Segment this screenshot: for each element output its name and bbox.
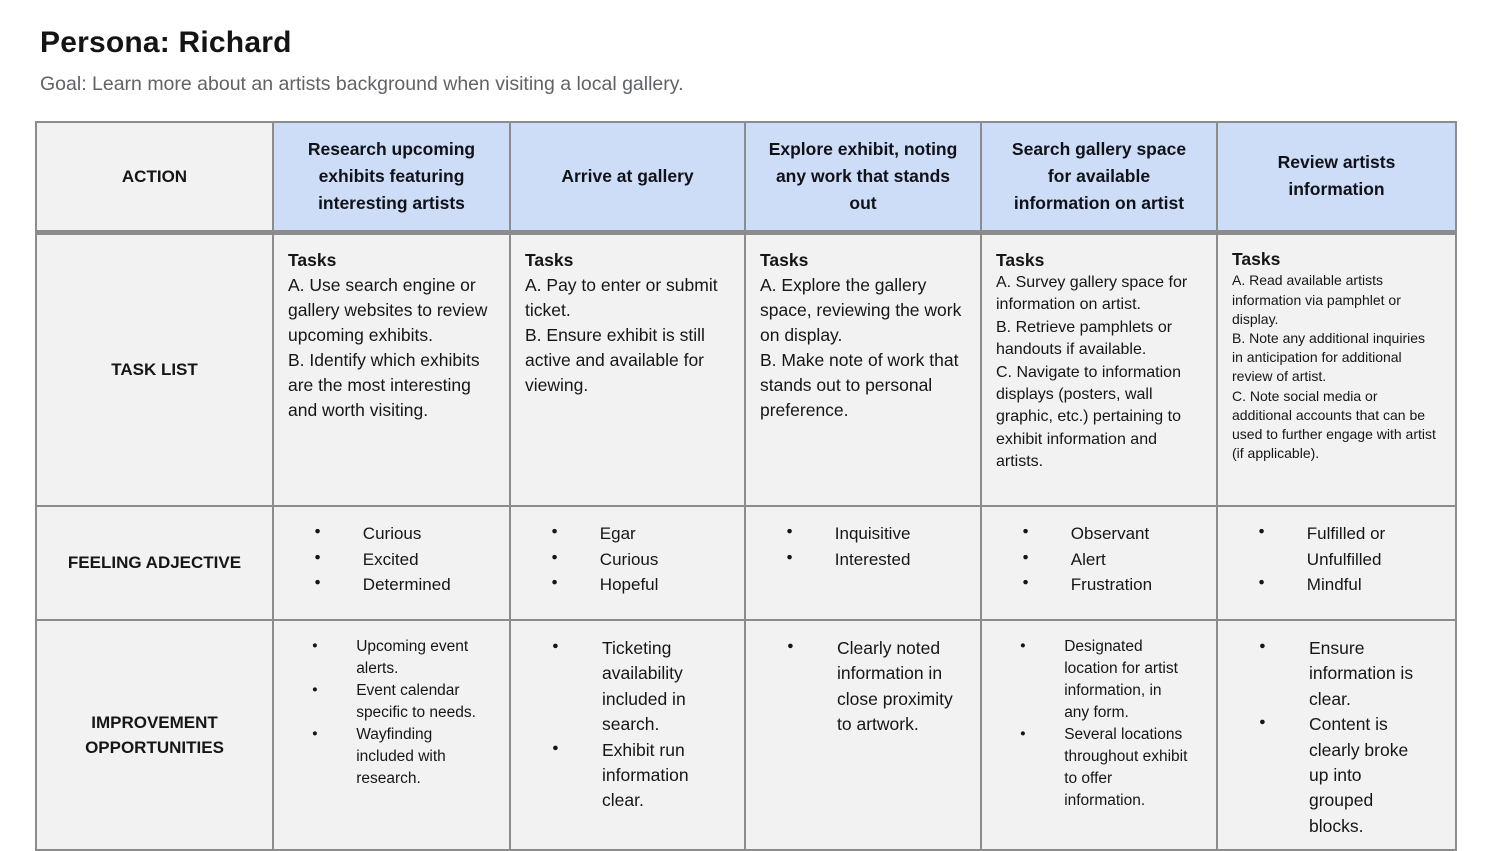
task-item: A. Read available artists information vi… — [1232, 272, 1401, 327]
improvement-item: Exhibit run information clear. — [525, 738, 718, 814]
row-header-feeling-adjective: FEELING ADJECTIVE — [35, 505, 274, 621]
tasks-heading: Tasks — [1232, 248, 1281, 269]
action-row: ACTION Research upcoming exhibits featur… — [35, 121, 1457, 235]
tasks-cell-arrive: Tasks A. Pay to enter or submit ticket. … — [509, 231, 746, 507]
task-item: A. Explore the gallery space, reviewing … — [760, 274, 962, 345]
improvements-cell-arrive: Ticketing availability included in searc… — [509, 619, 746, 851]
stage-header-explore: Explore exhibit, noting any work that st… — [744, 121, 982, 235]
improvement-item: Designated location for artist informati… — [996, 636, 1190, 724]
feeling-item: Fulfilled or Unfulfilled — [1232, 521, 1439, 572]
task-item: B. Ensure exhibit is still active and av… — [525, 324, 705, 395]
feelings-cell-arrive: Egar Curious Hopeful — [509, 505, 746, 621]
tasks-heading: Tasks — [525, 249, 574, 270]
feeling-item: Determined — [288, 572, 493, 598]
improvements-cell-search: Designated location for artist informati… — [980, 619, 1218, 851]
feeling-item: Inquisitive — [760, 521, 964, 547]
task-item: A. Pay to enter or submit ticket. — [525, 274, 718, 320]
tasks-cell-research: Tasks A. Use search engine or gallery we… — [272, 231, 511, 507]
feeling-item: Hopeful — [525, 572, 728, 598]
page-title: Persona: Richard — [40, 26, 292, 59]
task-item: A. Survey gallery space for information … — [996, 274, 1188, 314]
feelings-cell-review: Fulfilled or Unfulfilled Mindful — [1216, 505, 1457, 621]
tasks-heading: Tasks — [996, 249, 1045, 270]
task-item: C. Note social media or additional accou… — [1232, 387, 1436, 462]
goal-text: Goal: Learn more about an artists backgr… — [40, 73, 684, 95]
improvements-cell-review: Ensure information is clear. Content is … — [1216, 619, 1457, 851]
row-header-action: ACTION — [35, 121, 274, 235]
improvement-item: Several locations throughout exhibit to … — [996, 724, 1190, 812]
row-header-improvement-opportunities: IMPROVEMENT OPPORTUNITIES — [35, 619, 274, 851]
improvement-item: Event calendar specific to needs. — [288, 680, 483, 724]
tasks-cell-search: Tasks A. Survey gallery space for inform… — [980, 231, 1218, 507]
feeling-item: Egar — [525, 521, 728, 547]
feelings-cell-search: Observant Alert Frustration — [980, 505, 1218, 621]
improvements-cell-explore: Clearly noted information in close proxi… — [744, 619, 982, 851]
row-header-task-list: TASK LIST — [35, 231, 274, 507]
stage-header-arrive: Arrive at gallery — [509, 121, 746, 235]
tasks-heading: Tasks — [760, 249, 809, 270]
tasks-cell-explore: Tasks A. Explore the gallery space, revi… — [744, 231, 982, 507]
tasks-heading: Tasks — [288, 249, 337, 270]
feelings-cell-research: Curious Excited Determined — [272, 505, 511, 621]
improvements-cell-research: Upcoming event alerts. Event calendar sp… — [272, 619, 511, 851]
task-list-row: TASK LIST Tasks A. Use search engine or … — [35, 231, 1457, 507]
feeling-item: Curious — [525, 547, 728, 573]
feelings-cell-explore: Inquisitive Interested — [744, 505, 982, 621]
improvement-item: Wayfinding included with research. — [288, 724, 483, 790]
improvement-item: Clearly noted information in close proxi… — [760, 636, 954, 738]
persona-journey-table: ACTION Research upcoming exhibits featur… — [35, 121, 1457, 851]
improvement-item: Content is clearly broke up into grouped… — [1232, 712, 1429, 839]
feeling-item: Frustration — [996, 572, 1200, 598]
feeling-adjective-row: FEELING ADJECTIVE Curious Excited Determ… — [35, 505, 1457, 621]
feeling-item: Excited — [288, 547, 493, 573]
stage-header-research: Research upcoming exhibits featuring int… — [272, 121, 511, 235]
stage-header-review: Review artists information — [1216, 121, 1457, 235]
improvement-opportunities-row: IMPROVEMENT OPPORTUNITIES Upcoming event… — [35, 619, 1457, 851]
feeling-item: Observant — [996, 521, 1200, 547]
task-item: B. Make note of work that stands out to … — [760, 349, 959, 420]
task-item: B. Note any additional inquiries in anti… — [1232, 329, 1426, 385]
improvement-item: Ensure information is clear. — [1232, 636, 1429, 712]
feeling-item: Mindful — [1232, 572, 1439, 598]
task-item: B. Retrieve pamphlets or handouts if ava… — [996, 318, 1173, 359]
feeling-item: Alert — [996, 547, 1200, 573]
task-item: B. Identify which exhibits are the most … — [288, 349, 480, 420]
tasks-cell-review: Tasks A. Read available artists informat… — [1216, 231, 1457, 507]
feeling-item: Curious — [288, 521, 493, 547]
task-item: C. Navigate to information displays (pos… — [996, 363, 1181, 471]
feeling-item: Interested — [760, 547, 964, 573]
improvement-item: Upcoming event alerts. — [288, 636, 483, 680]
improvement-item: Ticketing availability included in searc… — [525, 636, 718, 738]
stage-header-search: Search gallery space for available infor… — [980, 121, 1218, 235]
task-item: A. Use search engine or gallery websites… — [288, 274, 488, 345]
